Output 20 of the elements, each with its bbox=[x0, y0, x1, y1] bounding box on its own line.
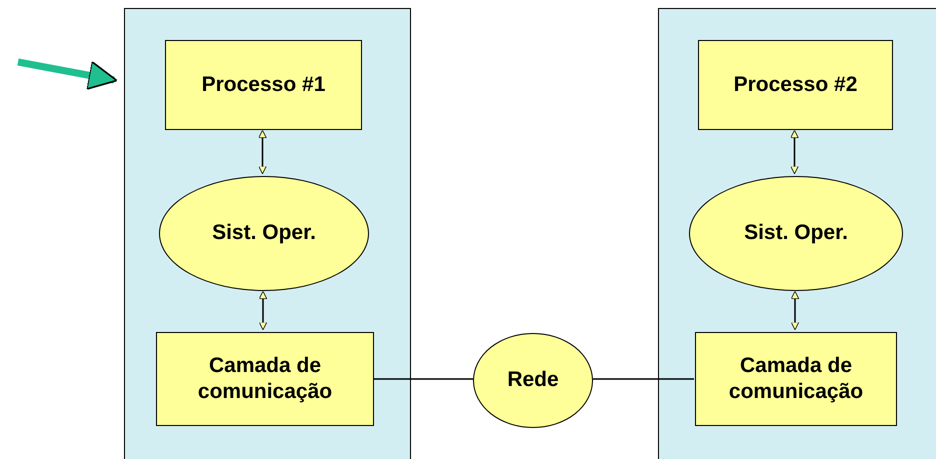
node-label: Sist. Oper. bbox=[212, 220, 316, 246]
node-label: Processo #1 bbox=[202, 72, 326, 98]
node-label: Rede bbox=[507, 367, 559, 394]
node-label: Camada de comunicação bbox=[728, 352, 864, 405]
node-label: Sist. Oper. bbox=[744, 220, 848, 246]
node-label: Camada de comunicação bbox=[196, 352, 334, 405]
node-label: Processo #2 bbox=[734, 72, 858, 98]
process-box bbox=[156, 332, 374, 426]
panel-box bbox=[124, 8, 411, 459]
panel-box bbox=[658, 8, 936, 459]
connector-line bbox=[593, 378, 694, 380]
connector-line bbox=[373, 378, 473, 380]
process-box bbox=[165, 40, 362, 130]
double-arrow bbox=[258, 290, 268, 330]
process-box bbox=[698, 40, 893, 130]
process-box bbox=[695, 332, 897, 426]
double-arrow bbox=[790, 130, 799, 174]
double-arrow bbox=[258, 130, 267, 174]
double-arrow bbox=[790, 290, 800, 330]
arrow bbox=[17, 58, 118, 90]
